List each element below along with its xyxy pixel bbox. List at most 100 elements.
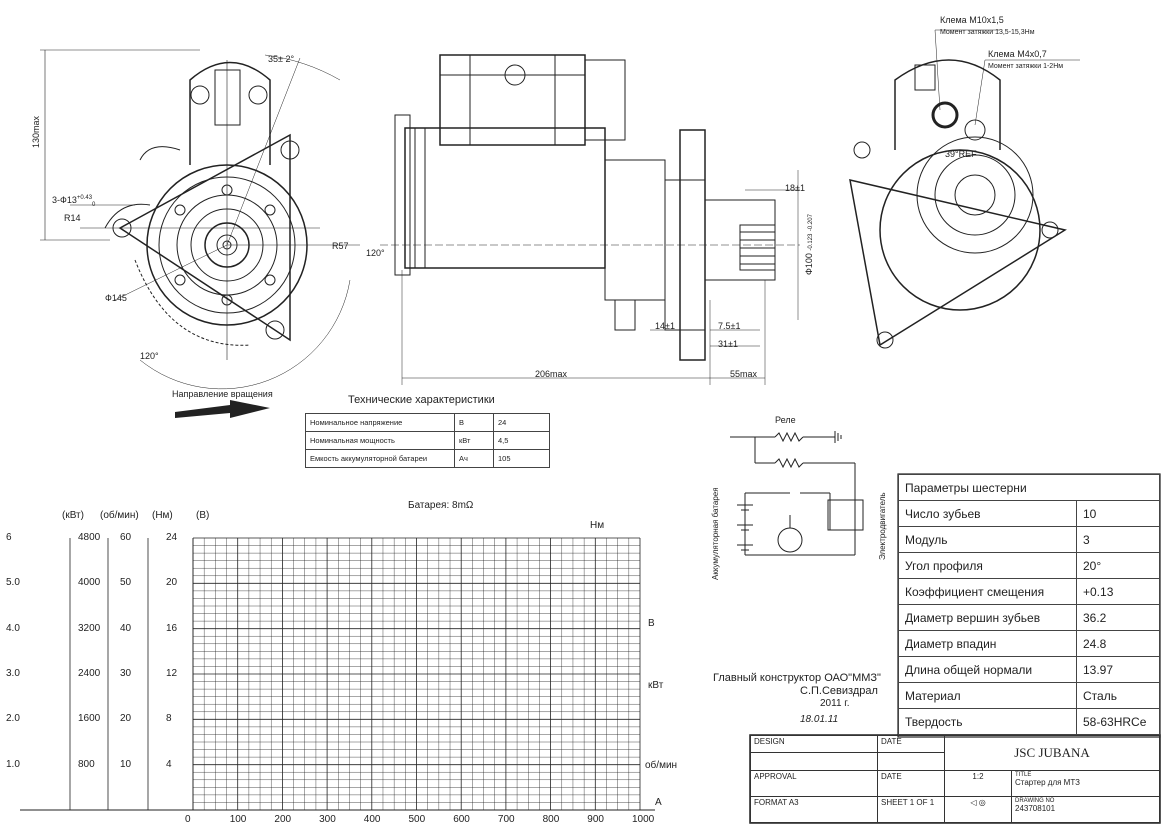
rotation-label: Направление вращения (172, 389, 273, 399)
graph-label-nm: Нм (590, 520, 605, 531)
tick-nm: 50 (120, 577, 132, 589)
approval-year: 2011 г. (820, 698, 850, 709)
tick-x: 900 (587, 814, 604, 825)
spec-value: 105 (493, 449, 550, 468)
spec-value: 4,5 (493, 431, 550, 450)
clamp2-torque: Момент затяжки 1-2Нм (988, 63, 1064, 70)
dim-r14: R14 (64, 213, 81, 223)
dim-dia100-label: Ф100 (804, 253, 814, 275)
dim-len206: 206max (535, 369, 568, 379)
side-view (380, 54, 800, 385)
tick-kw: 1.0 (6, 758, 20, 770)
tick-kw: 4.0 (6, 622, 20, 634)
tick-v: 20 (166, 577, 178, 589)
dim-31: 31±1 (718, 339, 738, 349)
tick-x: 400 (363, 814, 381, 825)
dim-dia145: Ф145 (105, 293, 127, 303)
gear-value: 13.97 (1076, 656, 1160, 683)
tb-date2: DATE (877, 769, 945, 797)
tick-x: 300 (319, 814, 336, 825)
tb-drawing-cell: DRAWING NO 243708101 (1011, 795, 1160, 824)
tb-scale-a: 1 (972, 771, 977, 781)
gear-param: Коэффициент смещения (898, 578, 1077, 605)
tb-design-empty (750, 752, 878, 771)
tick-v: 24 (166, 532, 178, 543)
approval-position: Главный конструктор ОАО"ММЗ" (713, 672, 881, 684)
clamp1-label: Клема M10x1,5 (940, 15, 1004, 25)
tb-drawing-label: DRAWING NO (1015, 797, 1055, 804)
gear-param: Модуль (898, 526, 1077, 553)
tick-kw: 2.0 (6, 713, 20, 725)
tb-title-label: TITLE (1015, 771, 1032, 778)
dim-holes-tol: +0.43 (76, 195, 93, 201)
tick-nm: 40 (120, 622, 132, 634)
gear-value: 36.2 (1076, 604, 1160, 631)
graph-label-rpm: об/мин (645, 760, 678, 771)
gear-value: 24.8 (1076, 630, 1160, 657)
tb-scale: 1:2 (944, 769, 1012, 797)
tb-format: FORMAT A3 (750, 795, 878, 824)
spec-value: 24 (493, 413, 550, 432)
tb-date: DATE (877, 734, 945, 754)
dim-angle-top: 35± 2° (268, 54, 295, 64)
tb-scale-b: 2 (979, 771, 984, 781)
tick-v: 16 (166, 622, 178, 634)
dim-dia100-tol-low: -0.207 (808, 214, 814, 232)
spec-name: Номинальная мощность (305, 431, 455, 450)
tick-x: 600 (453, 814, 470, 825)
dim-angle-120a: 120° (366, 248, 385, 258)
gear-value: +0.13 (1076, 578, 1160, 605)
dim-r57: R57 (332, 241, 349, 251)
tick-x: 0 (185, 814, 191, 825)
table-row: Емкость аккумуляторной батареи Ач 105 (305, 449, 550, 468)
spec-unit: кВт (454, 431, 494, 450)
tb-date-empty (877, 752, 945, 771)
dim-18: 18±1 (785, 183, 805, 193)
clamp1-torque: Момент затяжки 13,5-15,3Нм (940, 29, 1035, 36)
rear-view (849, 29, 1080, 349)
tick-nm: 20 (120, 713, 132, 725)
tick-kw: 6 (6, 532, 12, 543)
tb-title: Стартер для МТЗ (1015, 777, 1080, 787)
tick-v: 4 (166, 758, 172, 770)
dim-holes: 3-Ф13+0.430 (52, 192, 95, 211)
spec-unit: В (454, 413, 494, 432)
circuit-motor-label: Электродвигатель (878, 492, 887, 560)
tb-design: DESIGN (750, 734, 878, 754)
dim-holes-label: 3-Ф13 (52, 195, 77, 205)
tick-nm: 10 (120, 758, 132, 770)
tick-x: 500 (408, 814, 426, 825)
gear-value: 58-63HRCe (1076, 708, 1160, 735)
tb-approval: APPROVAL (750, 769, 878, 797)
rotation-arrow (175, 400, 270, 418)
tick-nm: 30 (120, 668, 132, 679)
tick-rpm: 1600 (78, 713, 101, 725)
gear-title: Параметры шестерни (898, 474, 1160, 501)
clamp2-label: Клема M4x0,7 (988, 49, 1047, 59)
specs-title: Технические характеристики (348, 394, 495, 406)
table-row: Номинальная мощность кВт 4,5 (305, 431, 550, 450)
tick-v: 12 (166, 668, 178, 679)
dim-height: 130max (31, 115, 41, 148)
gear-param: Твердость (898, 708, 1077, 735)
gear-param: Диаметр вершин зубьев (898, 604, 1077, 631)
tick-x: 100 (229, 814, 247, 825)
graph-battery: Батарея: 8mΩ (408, 500, 474, 511)
tick-x: 200 (274, 814, 292, 825)
graph-unit-v: (В) (196, 510, 210, 521)
gear-param: Число зубьев (898, 500, 1077, 527)
tick-rpm: 800 (78, 758, 95, 770)
tick-nm: 60 (120, 532, 132, 543)
dim-len55: 55max (730, 369, 758, 379)
tick-kw: 3.0 (6, 668, 20, 679)
tick-x: 1000 (632, 814, 655, 825)
performance-graph (20, 537, 655, 811)
